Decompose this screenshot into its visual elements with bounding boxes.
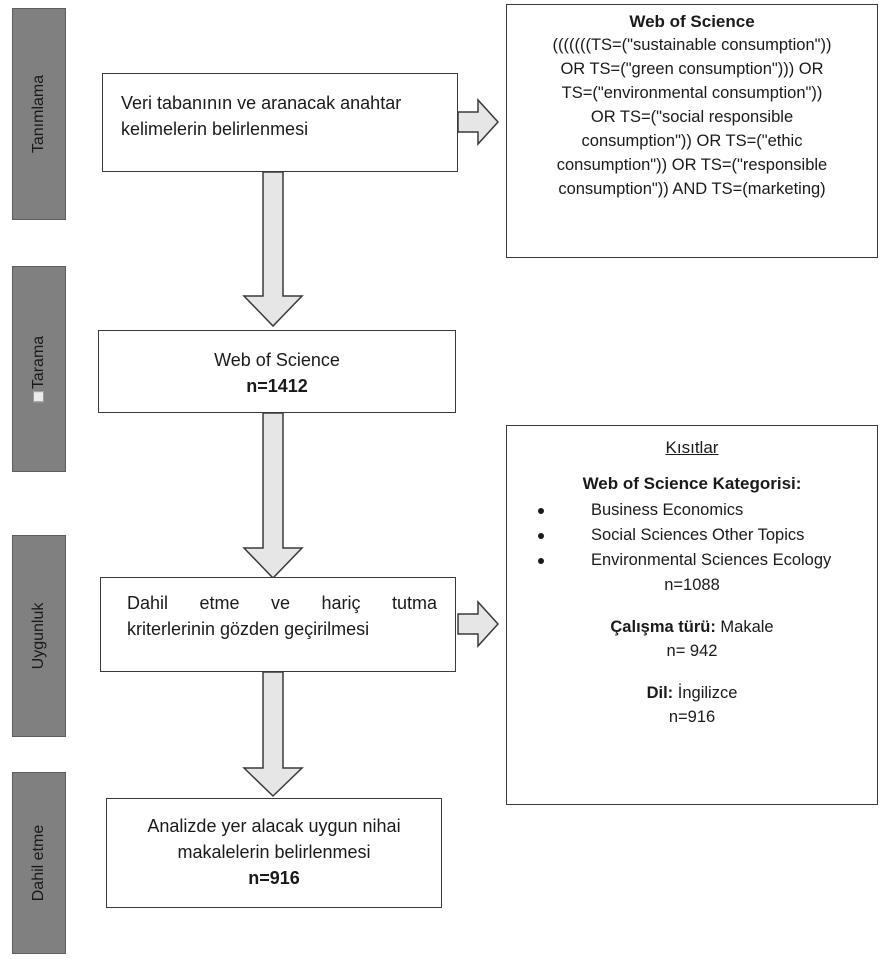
eligibility-word: hariç: [321, 593, 361, 613]
eligibility-box: Dahil etme ve hariç tutma kriterlerinin …: [100, 577, 456, 672]
eligibility-word: tutma: [391, 593, 437, 613]
query-line: consumption")) OR TS=("ethic: [581, 132, 803, 150]
query-line: consumption")) AND TS=(marketing): [558, 180, 826, 198]
query-line: OR TS=("social responsible: [590, 108, 794, 126]
bullet-icon: [538, 533, 544, 539]
bullet-icon: [538, 558, 544, 564]
query-line: OR TS=("green consumption"))) OR: [560, 60, 824, 78]
screening-source: Web of Science: [214, 350, 340, 370]
eligibility-word: Dahil: [127, 593, 169, 613]
category-list: Business Economics Social Sciences Other…: [515, 498, 869, 573]
stage-bar-tarama: Tarama: [12, 266, 66, 472]
eligibility-word: etme: [199, 593, 240, 613]
included-box: Analizde yer alacak uygun nihai makalele…: [106, 798, 442, 908]
query-line: consumption")) OR TS=("responsible: [556, 156, 828, 174]
right-arrow-1: [457, 98, 500, 146]
stage-bar-dahil-etme: Dahil etme: [12, 772, 66, 954]
right-arrow-2: [457, 600, 500, 648]
language-label: Dil:: [646, 684, 674, 702]
stage-bar-uygunluk: Uygunluk: [12, 535, 66, 737]
eligibility-word: ve: [271, 593, 291, 613]
identify-box: Veri tabanının ve aranacak anahtar kelim…: [102, 73, 458, 172]
screening-count: n=1412: [246, 376, 308, 396]
category-item: Social Sciences Other Topics: [515, 523, 869, 548]
down-arrow-3: [242, 671, 304, 798]
category-label: Web of Science Kategorisi:: [582, 474, 802, 493]
down-arrow-1: [242, 171, 304, 328]
included-line-1: Analizde yer alacak uygun nihai: [147, 816, 401, 836]
language-line: Dil: İngilizce: [515, 681, 869, 705]
language-count: n=916: [668, 708, 716, 726]
query-title: Web of Science: [629, 12, 755, 31]
language-value: İngilizce: [673, 684, 738, 702]
included-line-2: makalelerin belirlenmesi: [177, 842, 371, 862]
included-count: n=916: [248, 868, 300, 888]
identify-line-2: kelimelerin belirlenmesi: [121, 119, 309, 139]
doc-type-value: Makale: [715, 618, 774, 636]
query-line: TS=("environmental consumption")): [561, 84, 823, 102]
criteria-box: Kısıtlar Web of Science Kategorisi: Busi…: [506, 425, 878, 805]
doc-type-count: n= 942: [666, 642, 718, 660]
doc-type-line: Çalışma türü: Makale: [515, 615, 869, 639]
eligibility-line-1: Dahil etme ve hariç tutma: [127, 590, 437, 616]
screening-box: Web of Science n=1412: [98, 330, 456, 413]
criteria-heading: Kısıtlar: [665, 438, 719, 457]
category-count: n=1088: [664, 576, 720, 594]
stage-bar-tanimlama: Tanımlama: [12, 8, 66, 220]
query-line: (((((((TS=("sustainable consumption")): [552, 36, 832, 54]
search-query-box: Web of Science (((((((TS=("sustainable c…: [506, 4, 878, 258]
category-item: Business Economics: [515, 498, 869, 523]
doc-type-label: Çalışma türü:: [610, 618, 716, 636]
eligibility-line-2: kriterlerinin gözden geçirilmesi: [127, 619, 370, 639]
category-item: Environmental Sciences Ecology: [515, 548, 869, 573]
identify-line-1: Veri tabanının ve aranacak anahtar: [121, 93, 402, 113]
down-arrow-2: [242, 412, 304, 580]
bullet-icon: [538, 508, 544, 514]
